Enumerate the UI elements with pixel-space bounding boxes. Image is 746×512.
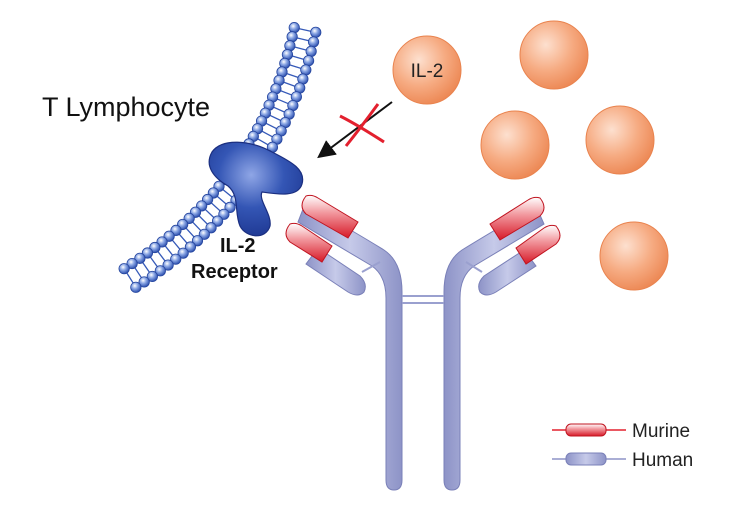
il2-sphere: [585, 105, 655, 175]
blocked-arrow-icon: [317, 101, 393, 159]
legend-swatch-murine: [565, 423, 607, 437]
il2-sphere-labeled: IL-2: [392, 35, 462, 105]
legend: Murine Human: [552, 421, 693, 471]
lipid-head: [184, 241, 197, 253]
receptor-blob: [208, 141, 304, 237]
lipid-head: [205, 222, 217, 234]
lipid-head: [177, 247, 189, 259]
lipid-head: [198, 228, 210, 240]
right-chain-link: [465, 261, 483, 273]
lipid-head: [126, 257, 138, 270]
il2-sphere-label: IL-2: [411, 61, 444, 82]
il2-sphere: [599, 221, 669, 291]
legend-label-human: Human: [632, 450, 693, 471]
il2-sphere: [519, 20, 589, 90]
lipid-head: [302, 55, 315, 67]
legend-swatch-human: [565, 452, 607, 466]
antibody-right-heavy-chain: [443, 205, 545, 491]
receptor-label-line2: Receptor: [191, 261, 278, 283]
lipid-head: [130, 281, 142, 293]
left-chain-link: [361, 261, 381, 273]
lipid-head: [154, 265, 166, 277]
left-heavy-murine-tip: [301, 194, 359, 239]
antibody-right-light-chain: [478, 249, 537, 296]
x-mark-icon: [339, 103, 385, 147]
cell-label: T Lymphocyte: [42, 92, 210, 122]
lipid-head: [191, 235, 204, 247]
legend-item-murine: Murine: [552, 421, 690, 442]
lipid-head: [305, 45, 317, 57]
lipid-head: [310, 26, 322, 38]
antibody-y-shape: [285, 194, 561, 491]
lipid-head: [146, 270, 158, 283]
left-light-murine-tip: [285, 222, 333, 263]
right-heavy-murine-tip: [489, 196, 545, 241]
il2-sphere: [480, 110, 550, 180]
lipid-head: [307, 36, 320, 48]
legend-label-murine: Murine: [632, 421, 690, 442]
lipid-head: [138, 276, 150, 288]
lipid-head: [170, 253, 182, 265]
antibody-left-heavy-chain: [297, 203, 403, 491]
lipid-head: [211, 215, 224, 227]
lipid-head: [218, 208, 230, 220]
lipid-head: [288, 22, 300, 34]
lipid-head: [118, 263, 130, 275]
legend-item-human: Human: [552, 450, 693, 471]
right-light-murine-tip: [515, 224, 561, 265]
receptor-label-line1: IL-2: [220, 235, 256, 257]
lipid-head: [141, 247, 154, 259]
lipid-head: [162, 259, 174, 271]
lipid-head: [134, 252, 146, 264]
